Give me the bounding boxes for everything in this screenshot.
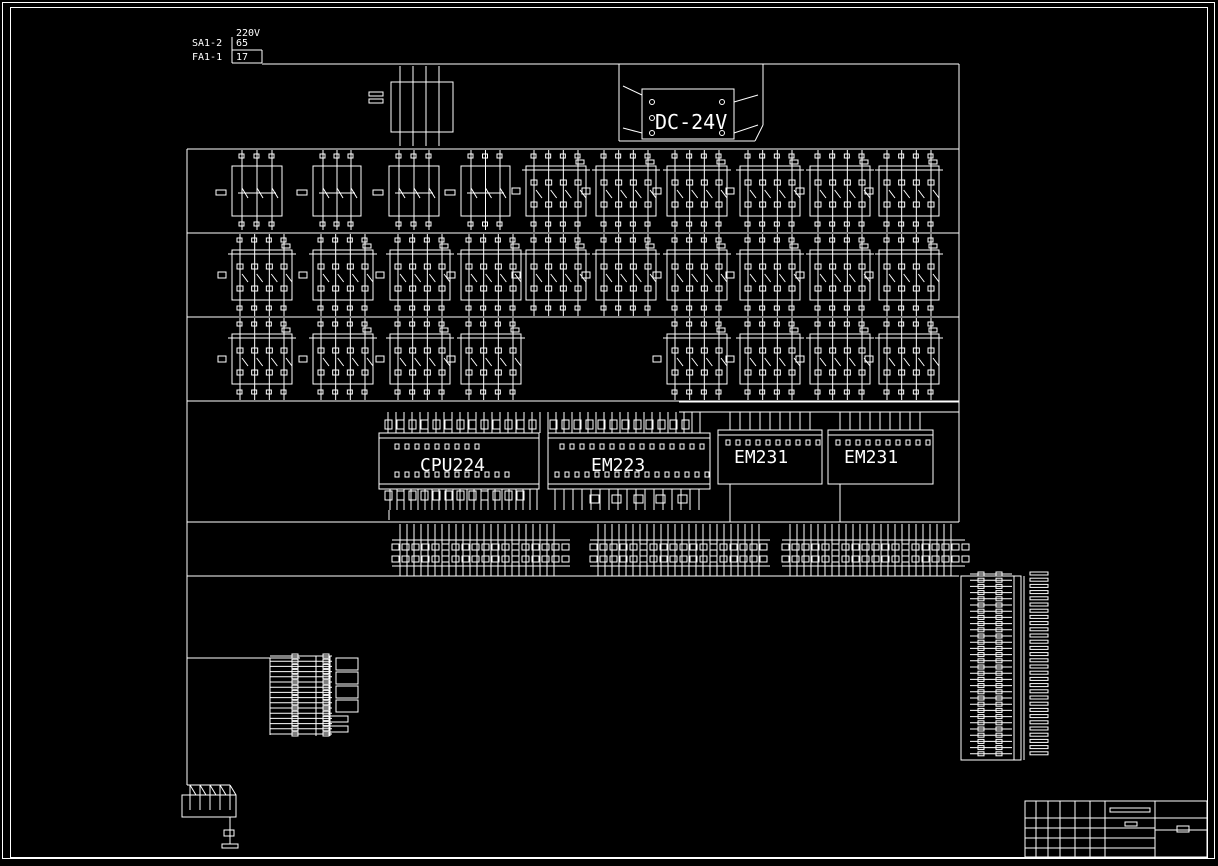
row2-relay-5 <box>511 234 590 316</box>
row1-breaker-3 <box>372 150 440 230</box>
digital-module-label: EM223 <box>591 455 645 476</box>
sa-switch-value: 65 <box>236 38 248 49</box>
row3-relay-right-4 <box>864 318 943 400</box>
row2-relay-10 <box>864 234 943 316</box>
row2-relay-1 <box>217 234 296 316</box>
main-breaker <box>368 66 454 146</box>
em223-bottom-terminals <box>554 471 710 478</box>
row3-relay-left-4 <box>446 318 525 400</box>
row3-relay-left-2 <box>298 318 377 400</box>
power-supply-dc24v: DC-24V <box>618 64 764 142</box>
terminal-strip-a <box>391 524 570 576</box>
relay-rows <box>215 150 943 400</box>
title-block <box>1024 800 1208 858</box>
row2-relay-6 <box>581 234 660 316</box>
row3-relay-right-2 <box>725 318 804 400</box>
row2-relay-9 <box>795 234 874 316</box>
cpu-bottom-terminals <box>394 471 510 478</box>
row1-breaker-2 <box>296 150 362 230</box>
analog-module-1: EM231 <box>717 429 823 485</box>
fa-fuse-label: FA1-1 <box>192 52 222 63</box>
analog-module-1-label: EM231 <box>734 447 788 468</box>
left-terminal-block <box>269 653 359 737</box>
sa-switch-label: SA1-2 <box>192 38 222 49</box>
fa-fuse-value: 17 <box>236 52 248 63</box>
cpu-module: CPU224 <box>378 432 540 490</box>
inner-border <box>10 7 1208 858</box>
row1-relay-4 <box>725 150 804 232</box>
ground-connector <box>181 784 239 849</box>
row1-relay-2 <box>581 150 660 232</box>
power-supply-label: DC-24V <box>655 110 727 134</box>
row2-relay-8 <box>725 234 804 316</box>
row2-relay-3 <box>375 234 454 316</box>
row1-breaker-4 <box>444 150 511 230</box>
row1-relay-5 <box>795 150 874 232</box>
header-label-block: 220V SA1-2 65 FA1-1 17 <box>192 28 263 64</box>
row2-relay-2 <box>298 234 377 316</box>
right-terminal-block <box>960 571 1049 761</box>
em231a-terminals <box>725 439 821 446</box>
terminal-strip-c <box>781 524 970 576</box>
digital-module: EM223 <box>547 432 711 490</box>
em223-top-terminals <box>559 443 705 450</box>
row1-relay-3 <box>652 150 731 232</box>
analog-module-2-label: EM231 <box>844 447 898 468</box>
module-feed-wires <box>384 412 921 522</box>
row1-relay-6 <box>864 150 943 232</box>
row3-relay-right-1 <box>652 318 731 400</box>
terminal-strip-b <box>589 524 770 576</box>
row1-breaker-1 <box>215 150 283 230</box>
row3-relay-left-3 <box>375 318 454 400</box>
module-terminals <box>384 412 931 522</box>
voltage-label: 220V <box>236 28 260 39</box>
cpu-module-label: CPU224 <box>420 455 485 476</box>
row3-relay-left-1 <box>217 318 296 400</box>
cpu-top-terminals <box>394 443 480 450</box>
row3-relay-right-3 <box>795 318 874 400</box>
row2-relay-7 <box>652 234 731 316</box>
em231b-terminals <box>835 439 931 446</box>
plc-rack: CPU224 EM223 EM231 EM231 <box>378 401 959 520</box>
panel-frame <box>186 63 960 785</box>
terminal-strip <box>391 524 970 576</box>
row2-relay-4 <box>446 234 525 316</box>
analog-module-2: EM231 <box>827 429 934 485</box>
row1-relay-1 <box>511 150 590 232</box>
